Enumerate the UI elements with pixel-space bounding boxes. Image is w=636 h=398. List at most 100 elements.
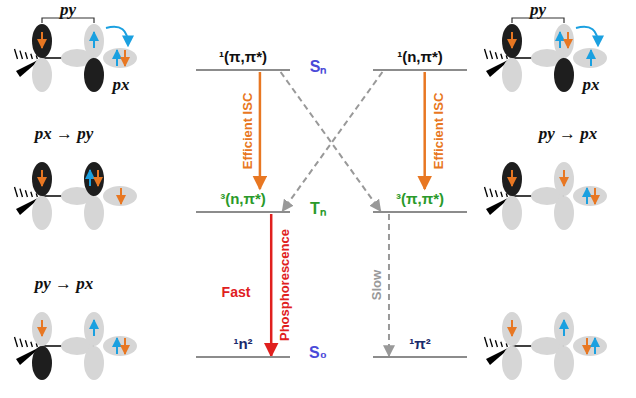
electron-arrow [89,170,91,186]
hash-bond [31,54,33,59]
text-label: py → px [539,124,598,144]
transition-arrow [576,27,598,45]
p-lobe [502,162,522,196]
p-lobe [502,346,522,380]
text-label: px [113,75,130,95]
p-lobe [32,312,52,346]
energy-level: ³(n,π*) [196,190,290,213]
hash-bond [490,339,493,347]
hash-bond [501,342,503,347]
p-lobe [554,312,574,346]
electron-arrow [594,188,596,204]
electron-arrow [41,320,43,336]
electron-arrow [124,338,126,354]
text-label: py [60,0,76,20]
p-lobe [502,196,522,230]
hash-bond [31,192,33,197]
p-lobe [573,336,607,356]
electron-arrow [41,170,43,186]
hash-bond [20,339,23,347]
text-label: S₀ [309,344,327,362]
electron-arrow [116,50,118,66]
energy-level: ¹(π,π*) [196,48,290,71]
electron-arrow [41,32,43,48]
edge-label: Phosphorescence [277,229,292,341]
orbital-group [485,162,608,230]
text-label: px → py [35,124,94,144]
hash-bond [485,337,488,347]
electron-arrow [586,188,588,204]
p-lobe [84,196,104,230]
hash-bond [36,55,37,59]
p-lobe [554,346,574,380]
hash-bond [36,343,37,347]
p-lobe [573,48,607,68]
electron-arrow [93,32,95,48]
hash-bond [25,190,27,197]
electron-arrow [93,320,95,336]
state-label: ³(n,π*) [196,190,290,211]
hash-bond [36,193,37,197]
p-lobe [84,312,104,346]
hash-bond [25,52,27,59]
electron-arrow [586,338,588,354]
hash-bond [485,49,488,59]
electron-arrow [116,338,118,354]
energy-level: ¹(n,π*) [373,48,467,71]
p-lobe [32,196,52,230]
orbital-group [485,312,608,380]
state-label: ¹(n,π*) [373,48,467,69]
hash-bond [495,52,497,59]
hash-bond [506,343,507,347]
p-lobe [32,346,52,380]
hash-bond [25,340,27,347]
p-lobe [502,58,522,92]
hash-bond [490,189,493,197]
p-lobe [32,162,52,196]
p-lobe [103,186,137,206]
p-lobe [84,58,104,92]
p-lobe [554,162,574,196]
hash-bond [495,340,497,347]
electron-arrow [120,188,122,204]
state-label: ¹n² [196,335,290,356]
hash-bond [490,51,493,59]
p-lobe [32,24,52,58]
p-lobe [573,186,607,206]
state-label: ³(π,π*) [373,190,467,211]
hash-bond [495,190,497,197]
transition-arrow [423,72,426,189]
hash-bond [31,342,33,347]
edge-label: Efficient ISC [239,92,254,169]
hash-bond [20,189,23,197]
energy-level: ¹π² [373,335,467,358]
electron-arrow [594,338,596,354]
electron-arrow [511,320,513,336]
p-lobe [554,24,574,58]
p-lobe [554,196,574,230]
p-lobe [84,162,104,196]
p-lobe [554,58,574,92]
text-label: py [530,0,546,20]
hash-bond [485,187,488,197]
electron-arrow [567,32,569,48]
p-lobe [502,312,522,346]
transition-arrow [106,27,128,45]
state-label: ¹(π,π*) [196,48,290,69]
hash-bond [506,55,507,59]
energy-level: ³(π,π*) [373,190,467,213]
electron-arrow [563,320,565,336]
transition-dashed [282,72,382,211]
p-lobe [32,58,52,92]
hash-bond [15,49,18,59]
electron-arrow [124,50,126,66]
transition-arrow [259,72,262,189]
hash-bond [501,192,503,197]
electron-arrow [97,170,99,186]
hash-bond [20,51,23,59]
orbital-group [15,162,138,230]
electron-arrow [563,170,565,186]
electron-arrow [511,170,513,186]
p-lobe [103,336,137,356]
